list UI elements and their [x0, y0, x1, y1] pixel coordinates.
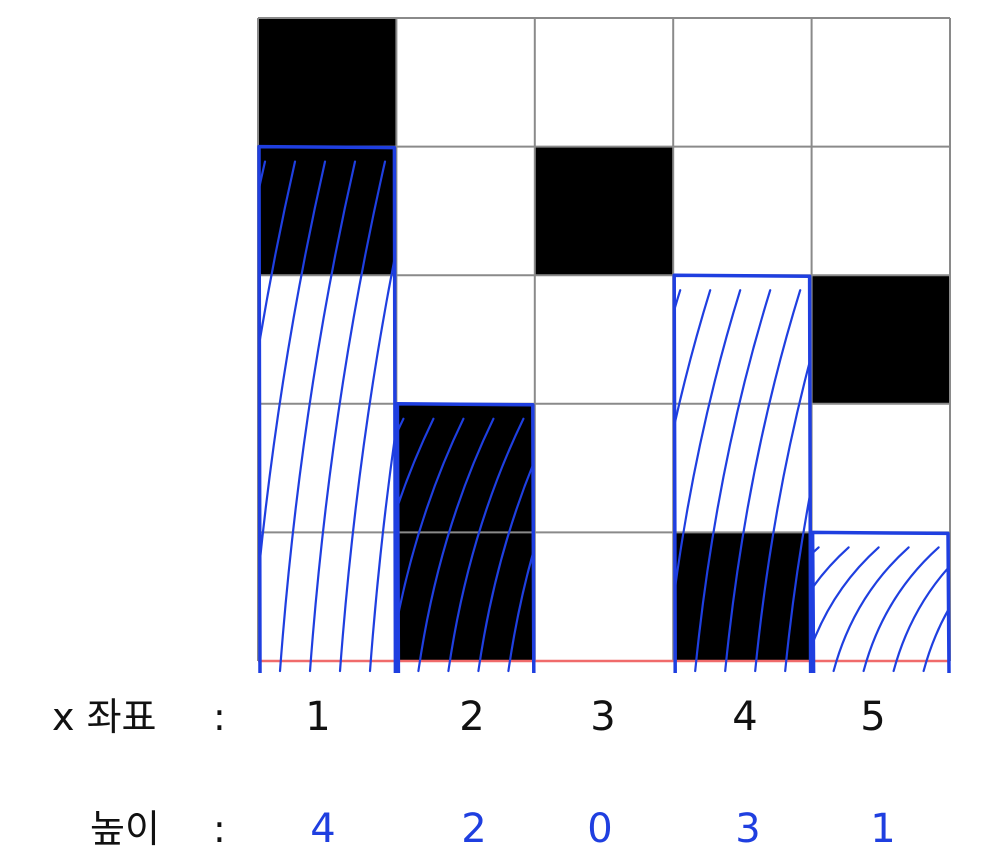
height-bar-4: [672, 273, 813, 674]
hatch-stroke: [260, 160, 297, 346]
hatch-stroke: [368, 432, 395, 673]
hatch-stroke: [538, 419, 613, 671]
height-value-2: 2: [461, 806, 486, 852]
filled-cell-c4-r5: [673, 532, 813, 662]
filled-cell-c5-r3: [811, 275, 951, 405]
hatch-stroke: [675, 289, 682, 311]
bar-outline: [257, 144, 398, 674]
x-value-4: 4: [732, 694, 757, 740]
hatch-stroke: [862, 546, 940, 673]
height-value-1: 4: [310, 806, 335, 852]
height-row-separator: :: [213, 807, 226, 851]
bar-hatching: [675, 289, 810, 673]
height-value-3: 0: [587, 806, 612, 852]
hatch-stroke: [477, 462, 533, 673]
grid-cells: [258, 18, 951, 662]
filled-cell-c3-r2: [534, 146, 674, 276]
bar-outline: [672, 273, 813, 674]
x-value-1: 1: [305, 694, 330, 740]
bar-outline: [395, 402, 536, 674]
height-label: 높이: [90, 807, 160, 851]
bar-hatching: [260, 160, 395, 673]
hatch-stroke: [447, 417, 525, 673]
hatch-stroke: [813, 546, 880, 644]
filled-cell-c1-r1: [258, 18, 397, 148]
bar-outline: [810, 530, 951, 674]
x-value-5: 5: [860, 694, 885, 740]
hatch-stroke: [398, 417, 435, 508]
hatch-stroke: [278, 160, 357, 673]
height-bar-5: [810, 530, 990, 674]
x-coordinate-label: x 좌표: [52, 695, 157, 739]
hatch-stroke: [675, 289, 742, 595]
height-bar-1: [257, 144, 398, 674]
hatch-stroke: [784, 491, 810, 673]
x-value-2: 2: [459, 694, 484, 740]
hatch-stroke: [754, 358, 810, 673]
hatch-stroke: [338, 253, 395, 673]
filled-cell-c2-r5: [396, 532, 536, 662]
hatch-stroke: [417, 417, 495, 673]
height-value-5: 1: [870, 806, 895, 852]
hatch-stroke: [813, 546, 850, 588]
x-value-3: 3: [590, 694, 615, 740]
filled-cell-c2-r4: [396, 403, 536, 533]
height-value-4: 3: [735, 806, 760, 852]
hatch-stroke: [675, 289, 712, 427]
x-row-separator: :: [213, 695, 226, 739]
filled-cell-c1-r2: [258, 146, 397, 276]
hatch-stroke: [507, 549, 533, 673]
hatch-stroke: [398, 417, 465, 620]
hatch-stroke: [954, 547, 990, 671]
hatch-stroke: [694, 289, 772, 673]
bar-hatching: [813, 546, 990, 673]
hatch-stroke: [308, 160, 387, 673]
hatch-stroke: [260, 160, 327, 571]
height-bars: [257, 144, 990, 674]
height-bar-2: [395, 402, 613, 674]
hatch-stroke: [724, 289, 802, 673]
hatch-stroke: [832, 546, 910, 673]
hatch-stroke: [892, 566, 948, 673]
hatch-stroke: [260, 160, 267, 190]
hatch-stroke: [922, 608, 948, 673]
bar-hatching: [398, 417, 613, 673]
